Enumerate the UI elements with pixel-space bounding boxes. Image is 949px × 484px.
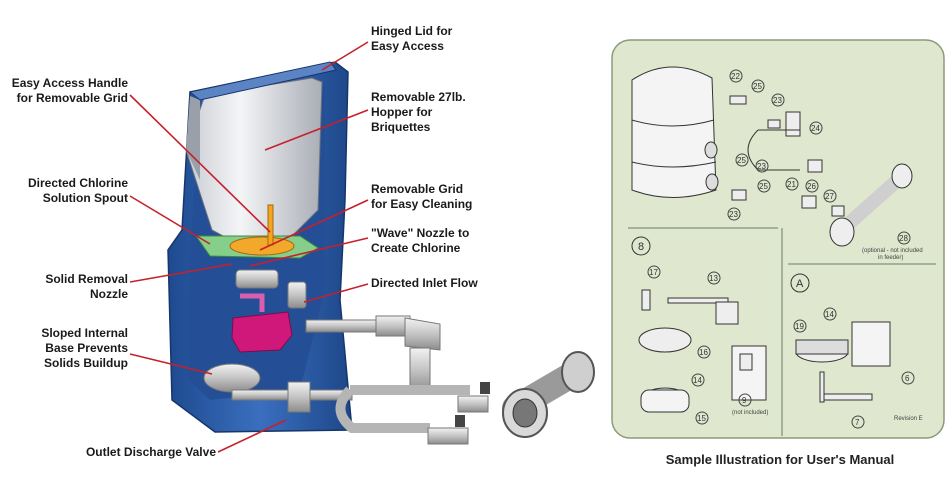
part-15: 15 [697, 414, 706, 423]
magenta-chamber [231, 311, 293, 353]
part-23a: 23 [773, 96, 782, 105]
part-26: 26 [807, 182, 816, 191]
part-27: 27 [825, 192, 834, 201]
part-9: 9 [742, 396, 747, 405]
part-19: 19 [795, 322, 804, 331]
leader-lines [129, 41, 369, 453]
part-28: 28 [899, 234, 908, 243]
manual-caption: Sample Illustration for User's Manual [665, 452, 895, 467]
part-25b: 25 [737, 156, 746, 165]
section-8-label: 8 [638, 241, 644, 253]
note-optional-2: in feeder) [878, 255, 903, 261]
revision-label: Revision E [894, 416, 923, 422]
part-25a: 25 [753, 82, 762, 91]
part-21: 21 [787, 180, 796, 189]
label-outlet: Outlet Discharge Valve [85, 445, 216, 459]
part-17: 17 [649, 268, 658, 277]
part-22: 22 [731, 72, 740, 81]
part-6: 6 [905, 374, 910, 383]
part-16: 16 [699, 348, 708, 357]
hinged-lid [188, 61, 337, 101]
part-13: 13 [709, 274, 718, 283]
part-23c: 23 [729, 210, 738, 219]
section-a-label: A [796, 278, 804, 290]
note-not-included: (not included) [732, 410, 768, 416]
label-inlet: Directed Inlet Flow [371, 276, 478, 290]
part-25c: 25 [759, 182, 768, 191]
part-14b: 14 [825, 310, 834, 319]
part-14a: 14 [693, 376, 702, 385]
manual-feeder [631, 66, 717, 198]
part-24: 24 [811, 124, 820, 133]
part-7: 7 [855, 418, 860, 427]
note-optional-1: (optional - not included [862, 248, 923, 254]
part-23b: 23 [757, 162, 766, 171]
